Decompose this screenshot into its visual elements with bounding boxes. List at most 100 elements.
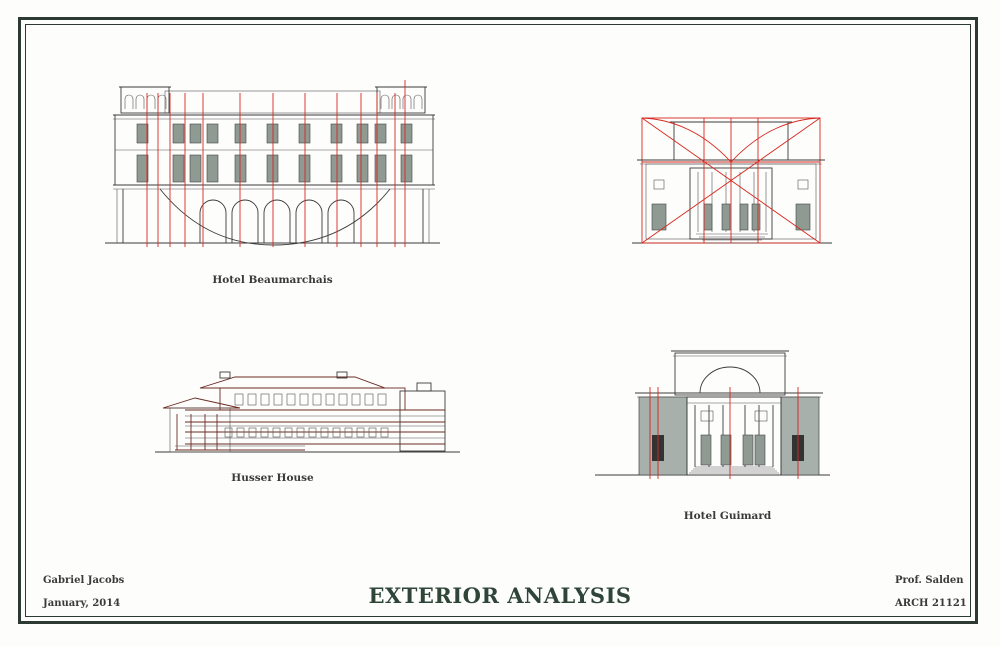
upper-window xyxy=(364,393,374,406)
upper-window xyxy=(351,393,361,406)
professor-name: Prof. Salden xyxy=(895,575,964,586)
lunette xyxy=(699,366,761,394)
side-window xyxy=(795,203,811,231)
tower-arch xyxy=(146,94,156,109)
portico-window xyxy=(751,203,761,231)
lower-window xyxy=(356,427,365,438)
lower-window xyxy=(400,154,413,183)
portico-upper-window xyxy=(754,410,768,422)
arcade-arch xyxy=(327,199,355,243)
arcade-arch xyxy=(295,199,323,243)
upper-roof xyxy=(199,376,386,389)
upper-window xyxy=(266,123,279,144)
side-window-upper xyxy=(653,179,665,190)
hotel-guimard-elevation xyxy=(595,350,830,479)
lower-window xyxy=(374,154,387,183)
lower-window xyxy=(248,427,257,438)
portico-window xyxy=(742,434,754,466)
lower-window xyxy=(368,427,377,438)
attic xyxy=(164,90,381,114)
upper-window xyxy=(273,393,283,406)
lower-window xyxy=(308,427,317,438)
arcade-arch xyxy=(263,199,291,243)
upper-window xyxy=(325,393,335,406)
portico-window xyxy=(721,203,731,231)
course-code: ARCH 21121 xyxy=(895,598,967,609)
portico xyxy=(686,396,782,476)
lower-window xyxy=(236,427,245,438)
lower-window xyxy=(296,427,305,438)
hotel-guimard-proportion-diagram xyxy=(632,117,832,244)
side-window xyxy=(651,203,667,231)
upper-window xyxy=(374,123,387,144)
hotel-beaumarchais-elevation xyxy=(105,80,440,247)
author-name: Gabriel Jacobs xyxy=(43,575,125,586)
upper-window xyxy=(260,393,270,406)
tower-arch xyxy=(413,94,423,109)
lower-window xyxy=(344,427,353,438)
upper-window xyxy=(338,393,348,406)
left-tower xyxy=(120,86,170,114)
tower-chimney xyxy=(416,382,432,392)
lower-window xyxy=(356,154,369,183)
upper-window xyxy=(299,393,309,406)
lower-window xyxy=(298,154,311,183)
husser-house-caption: Husser House xyxy=(231,472,314,484)
upper-window xyxy=(356,123,369,144)
upper-window xyxy=(206,123,219,144)
portico-window xyxy=(703,203,713,231)
tower-arch xyxy=(391,94,401,109)
lower-window xyxy=(272,427,281,438)
lower-window xyxy=(320,427,329,438)
inner-border xyxy=(25,24,971,617)
upper-window xyxy=(189,123,202,144)
upper-window xyxy=(330,123,343,144)
lower-window xyxy=(266,154,279,183)
lower-window xyxy=(330,154,343,183)
sheet-title: EXTERIOR ANALYSIS xyxy=(368,583,632,608)
upper-window xyxy=(400,123,413,144)
portico-window xyxy=(739,203,749,231)
sheet-date: January, 2014 xyxy=(43,598,121,609)
portico-window xyxy=(700,434,712,466)
arcade-arch xyxy=(199,199,227,243)
left-wing-roof xyxy=(162,397,241,409)
lower-window xyxy=(260,427,269,438)
lower-window xyxy=(172,154,185,183)
portico-upper-window xyxy=(700,410,714,422)
tower-arch xyxy=(402,94,412,109)
chimney xyxy=(219,371,231,379)
tower-arch xyxy=(124,94,134,109)
right-tower xyxy=(376,86,426,114)
upper-window xyxy=(247,393,257,406)
arcade-arch xyxy=(231,199,259,243)
lower-window xyxy=(332,427,341,438)
upper-window xyxy=(312,393,322,406)
lower-window xyxy=(136,154,149,183)
portico-window xyxy=(754,434,766,466)
upper-window xyxy=(234,393,244,406)
left-wing xyxy=(169,407,231,453)
upper-window xyxy=(298,123,311,144)
tower xyxy=(399,390,446,452)
tower-arch xyxy=(135,94,145,109)
lower-window xyxy=(224,427,233,438)
upper-window xyxy=(136,123,149,144)
lower-window xyxy=(189,154,202,183)
upper-window xyxy=(234,123,247,144)
arcade-curve xyxy=(159,188,391,246)
hotel-beaumarchais-caption: Hotel Beaumarchais xyxy=(212,274,333,286)
outer-border xyxy=(18,17,978,624)
upper-window xyxy=(172,123,185,144)
hotel-guimard-caption: Hotel Guimard xyxy=(683,510,772,522)
husser-house-elevation xyxy=(155,371,460,453)
chimney xyxy=(336,371,348,379)
upper-window xyxy=(286,393,296,406)
lower-window xyxy=(284,427,293,438)
upper-window xyxy=(377,393,387,406)
lower-window xyxy=(206,154,219,183)
lower-window xyxy=(234,154,247,183)
lower-window xyxy=(380,427,389,438)
side-window-upper xyxy=(797,179,809,190)
